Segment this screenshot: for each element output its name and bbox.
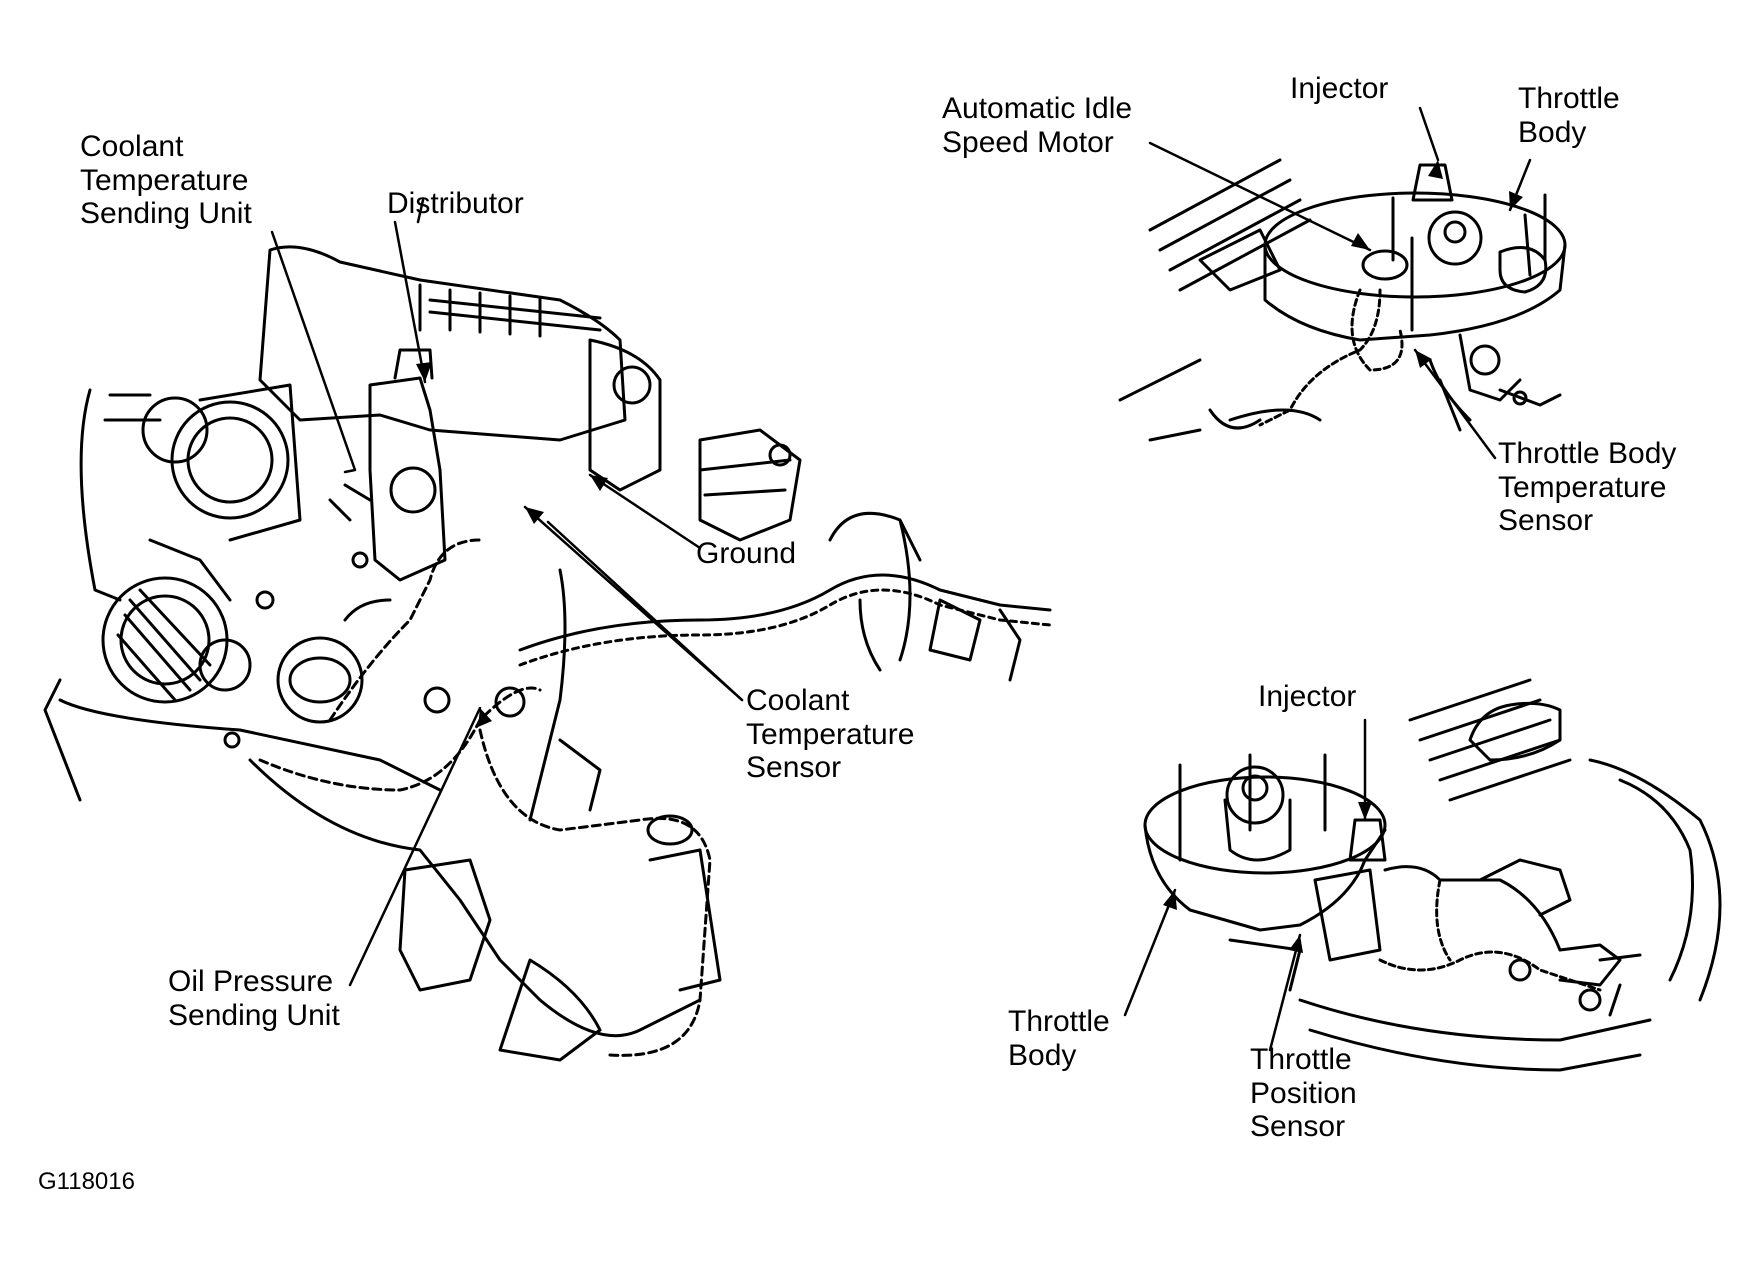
leader-lines xyxy=(270,106,1532,1052)
arrowheads xyxy=(416,160,1523,953)
label-ground: Ground xyxy=(696,537,797,570)
label-throttle-body-bottom: Throttle Body xyxy=(1008,1005,1110,1072)
label-throttle-position-sensor: Throttle Position Sensor xyxy=(1250,1043,1357,1143)
label-automatic-idle-speed-motor: Automatic Idle Speed Motor xyxy=(942,92,1133,159)
label-coolant-temperature-sending-unit: Coolant Temperature Sending Unit xyxy=(80,130,252,230)
label-throttle-body-temperature-sensor: Throttle Body Temperature Sensor xyxy=(1498,437,1677,537)
label-oil-pressure-sending-unit: Oil Pressure Sending Unit xyxy=(168,965,340,1032)
throttle-body-top-drawing xyxy=(1118,158,1567,442)
label-injector-top: Injector xyxy=(1290,72,1389,105)
label-coolant-temperature-sensor: Coolant Temperature Sensor xyxy=(746,684,915,784)
figure-reference-id: G118016 xyxy=(38,1168,135,1195)
label-throttle-body-top: Throttle Body xyxy=(1518,82,1620,149)
label-distributor: Distributor xyxy=(387,187,524,220)
label-injector-bottom: Injector xyxy=(1258,680,1357,713)
main-engine-drawing xyxy=(43,245,1052,1062)
throttle-body-bottom-drawing xyxy=(1143,678,1722,1072)
